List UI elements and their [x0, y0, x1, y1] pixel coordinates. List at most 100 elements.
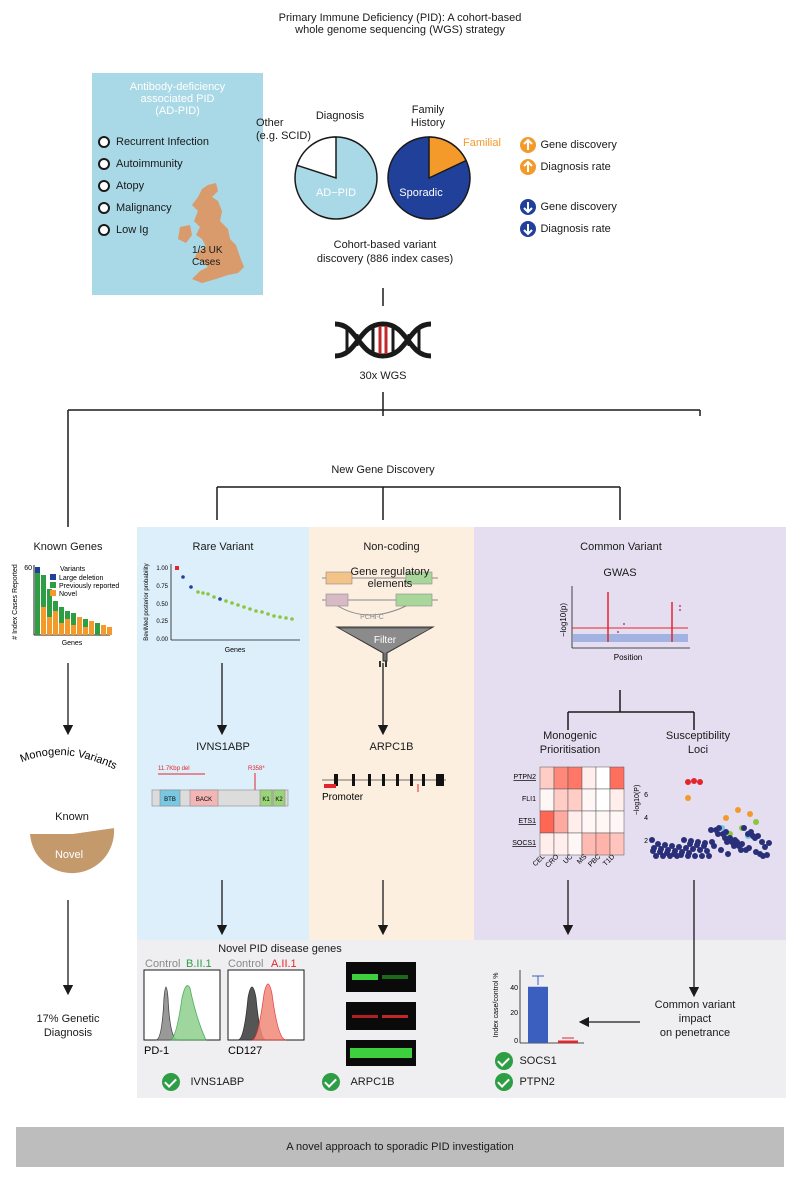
heat-col-label: CEL: [532, 853, 547, 868]
susc-point: [650, 848, 656, 854]
bar: [47, 617, 52, 635]
gwas-chart: −log10(p) Position: [560, 586, 690, 662]
bar: [101, 625, 106, 635]
bar: [89, 621, 94, 635]
susc-point: [759, 839, 765, 845]
point: [218, 597, 222, 601]
bar: [71, 625, 76, 635]
family-pie-sporadic-label: Sporadic: [399, 187, 443, 199]
ytick-label: 0.75: [156, 584, 168, 590]
susc-point: [683, 845, 689, 851]
point: [278, 615, 282, 619]
susc-point: [766, 840, 772, 846]
known-genes-bars: [35, 567, 112, 635]
legend-swatch: [50, 574, 56, 580]
ptpn2-confirmed: PTPN2: [495, 1073, 555, 1091]
gwas-point: [679, 609, 681, 611]
exon: [410, 774, 413, 786]
legend-label: Large deletion: [59, 575, 103, 582]
wgs-label: 30x WGS: [359, 370, 407, 382]
prioritisation-heatmap: PTPN2 FLI1 ETS1 SOCS1 CEL CRO UC MS PBC …: [512, 766, 625, 869]
bar: [77, 617, 82, 635]
patient-label: A.II.1: [271, 958, 297, 970]
diagnosis-other-label: Other (e.g. SCID): [256, 117, 312, 142]
susc-point: [762, 844, 768, 850]
page-title: Primary Immune Deficiency (PID): A cohor…: [278, 12, 522, 36]
socs1-bar-chart: Index case/control % 40 20 0: [493, 970, 584, 1045]
susc-point: [662, 842, 668, 848]
heatmap-cell: [581, 832, 597, 856]
heatmap-cell: [539, 766, 555, 790]
bar: [53, 601, 58, 611]
blot-band: [352, 1015, 378, 1018]
point: [206, 592, 210, 596]
monogenic-novel-slice: [30, 828, 115, 874]
legend-item: Gene discovery: [520, 198, 617, 220]
bevimed-points: [175, 566, 294, 621]
susc-point: [725, 851, 731, 857]
ytick-label: 2: [644, 838, 648, 845]
susc-point: [724, 839, 730, 845]
susc-point: [711, 843, 717, 849]
pchic-label: PCHi-C: [360, 614, 384, 621]
blot-band: [352, 974, 378, 980]
heatmap-cell: [553, 766, 569, 790]
susceptibility-loci-title: Susceptibility Loci: [665, 730, 731, 756]
down-arrow-icon: [520, 220, 536, 237]
btb-domain: [159, 789, 181, 807]
deletion-label: 11.7Kbp del: [158, 766, 190, 772]
bar: [59, 623, 64, 635]
exon: [352, 774, 355, 786]
regulatory-element: [325, 593, 349, 607]
back-domain: [189, 789, 219, 807]
gwas-point: [679, 605, 681, 607]
heatmap-cell: [595, 788, 611, 812]
bar: [83, 627, 88, 635]
list-item: Recurrent Infection: [98, 131, 209, 153]
arpc1b-gene-title: ARPC1B: [369, 741, 414, 753]
footer-banner: A novel approach to sporadic PID investi…: [16, 1127, 784, 1167]
bar: [35, 567, 40, 573]
known-genes-xlabel: Genes: [62, 640, 83, 647]
uk-map-icon: [178, 183, 244, 283]
legend-label: Novel: [59, 591, 77, 598]
flow-cytometry-plots: Control B.II.1 PD-1 Control A.II.1 CD127: [143, 958, 305, 1057]
monogenic-known-slice: [29, 788, 114, 834]
point: [260, 610, 264, 614]
susc-point: [752, 835, 758, 841]
bevimed-ylabel: BeviMed posterior probability: [144, 563, 150, 640]
gwas-title: GWAS: [603, 567, 637, 579]
common-variant-impact-label: Common variant impact on penetrance: [654, 999, 736, 1039]
diagnosis-pie-title: Diagnosis: [315, 110, 365, 122]
susc-point: [685, 853, 691, 859]
bar: [47, 589, 52, 635]
genetic-diagnosis-label: 17% Genetic Diagnosis: [36, 1013, 100, 1039]
heatmap-cell: [581, 766, 597, 790]
point: [224, 599, 228, 603]
susc-point: [706, 853, 712, 859]
bar: [65, 611, 70, 635]
heatmap-cell: [539, 788, 555, 812]
marker-label: CD127: [228, 1045, 262, 1057]
heatmap-cell: [553, 832, 569, 856]
domain-label: BACK: [196, 797, 212, 803]
circle-bullet-icon: [98, 202, 110, 215]
western-blot-image: [346, 962, 416, 1066]
point: [272, 614, 276, 618]
blot-band: [382, 975, 408, 979]
patient-label: B.II.1: [186, 958, 212, 970]
heatmap-cell: [609, 810, 625, 834]
circle-bullet-icon: [98, 224, 110, 237]
known-genes-legend-title: Variants: [60, 566, 86, 573]
exon: [422, 774, 425, 786]
susc-point: [655, 841, 661, 847]
circle-bullet-icon: [98, 180, 110, 193]
bar: [107, 627, 112, 635]
footer-text: A novel approach to sporadic PID investi…: [286, 1141, 514, 1153]
bar: [558, 1040, 578, 1043]
heatmap-cell: [609, 766, 625, 790]
susc-point: [745, 831, 751, 837]
susc-point: [708, 827, 714, 833]
susc-point: [653, 853, 659, 859]
